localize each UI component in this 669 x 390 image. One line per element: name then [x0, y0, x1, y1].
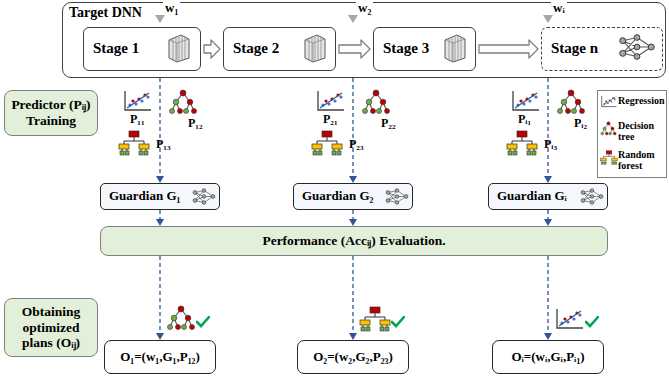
plan-box: Oᵢ=(wᵢ,Gᵢ,Pᵢ₁) [492, 340, 604, 374]
regression-icon [602, 96, 617, 107]
predictor-label: P₂₁ [323, 113, 338, 126]
box-text: Guardian G₂ [302, 189, 373, 204]
dashed-arrow [349, 210, 357, 226]
legend-box: RegressionDecision treeRandom forest [597, 90, 667, 178]
tree-icon [363, 90, 390, 114]
box-text: Obtaining optimized plans (Oᵢⱼ) [9, 304, 93, 351]
tree-icon [601, 122, 616, 135]
exit-marker [155, 15, 165, 23]
exit-label: wᵢ [551, 1, 567, 15]
exit-marker [543, 15, 553, 23]
network-icon [620, 35, 655, 60]
box-text: Predictor (Pᵢⱼ) Training [9, 97, 93, 128]
forest-icon [312, 131, 342, 155]
stage-box: Stage 1 [83, 27, 201, 71]
box-text: Performance (Accᵢⱼ) Evaluation. [262, 233, 445, 249]
tree-icon [168, 306, 195, 330]
tree-icon [558, 90, 585, 114]
box-text: Stage 1 [93, 40, 139, 57]
guardian-box: Guardian G₂ [293, 183, 413, 210]
dashed-arrow [156, 256, 164, 340]
dashed-arrow [544, 78, 552, 183]
regression-icon [318, 91, 344, 110]
dashed-arrow [544, 210, 552, 226]
forest-icon [119, 131, 149, 155]
network-icon [193, 189, 215, 205]
check-mark [392, 317, 404, 326]
stage-icon [169, 35, 189, 62]
exit-label: w₁ [163, 1, 180, 15]
legend-text: Regression [618, 95, 666, 106]
stage-box: Stage 2 [223, 27, 336, 71]
box-text: Stage 2 [233, 40, 279, 57]
exit-label: w₂ [356, 1, 373, 15]
box-text: O₁=(w₁,G₁,P₁₂) [120, 350, 200, 365]
forest-icon [360, 307, 390, 331]
stage-icon [445, 35, 465, 62]
stage-box: Stage n [541, 27, 663, 71]
predictor-label: P₂₃ [349, 138, 364, 151]
predictor-label: Pᵢ₂ [574, 117, 587, 130]
tree-icon [170, 90, 197, 114]
predictor-label: P₂₂ [381, 117, 396, 130]
flow-arrow [204, 40, 220, 58]
regression-icon [557, 309, 583, 328]
stage-box: Stage 3 [373, 27, 476, 71]
forest-icon [601, 151, 618, 165]
box-text: Oᵢ=(wᵢ,Gᵢ,Pᵢ₁) [511, 350, 584, 365]
phase-box: Obtaining optimized plans (Oᵢⱼ) [4, 298, 98, 357]
stage-icon [305, 35, 325, 62]
box-text: Guardian Gᵢ [497, 189, 567, 204]
guardian-box: Guardian G₁ [100, 183, 220, 210]
exit-marker [348, 15, 358, 23]
box-text: O₂=(w₂,G₂,P₂₃) [313, 350, 393, 365]
legend-text: Decision tree [618, 120, 666, 142]
predictor-label: P₁₁ [130, 113, 145, 126]
dashed-arrow [156, 78, 164, 183]
regression-icon [125, 91, 151, 110]
evaluation-box: Performance (Accᵢⱼ) Evaluation. [100, 226, 608, 256]
predictor-label: Pᵢ₁ [518, 113, 531, 126]
regression-icon [513, 91, 539, 110]
plan-box: O₁=(w₁,G₁,P₁₂) [104, 340, 216, 374]
network-icon [581, 189, 603, 205]
box-text: Guardian G₁ [109, 189, 180, 204]
predictor-label: P₁₃ [156, 138, 171, 151]
box-text: Stage n [551, 40, 598, 57]
flow-arrow [479, 40, 538, 58]
legend-text: Random forest [618, 149, 666, 171]
phase-box: Predictor (Pᵢⱼ) Training [4, 90, 98, 136]
predictor-label: Pᵢ₃ [544, 138, 557, 151]
dashed-arrow [349, 256, 357, 340]
box-text: Stage 3 [383, 40, 429, 57]
dashed-arrow [544, 256, 552, 340]
guardian-box: Guardian Gᵢ [488, 183, 608, 210]
plan-box: O₂=(w₂,G₂,P₂₃) [297, 340, 409, 374]
forest-icon [507, 131, 537, 155]
network-icon [386, 189, 408, 205]
check-mark [586, 317, 598, 326]
dashed-arrow [349, 78, 357, 183]
flow-arrow [339, 40, 370, 58]
frame-title: Target DNN [69, 5, 142, 21]
check-mark [197, 317, 209, 326]
dashed-arrow [156, 210, 164, 226]
predictor-label: P₁₂ [188, 117, 203, 130]
